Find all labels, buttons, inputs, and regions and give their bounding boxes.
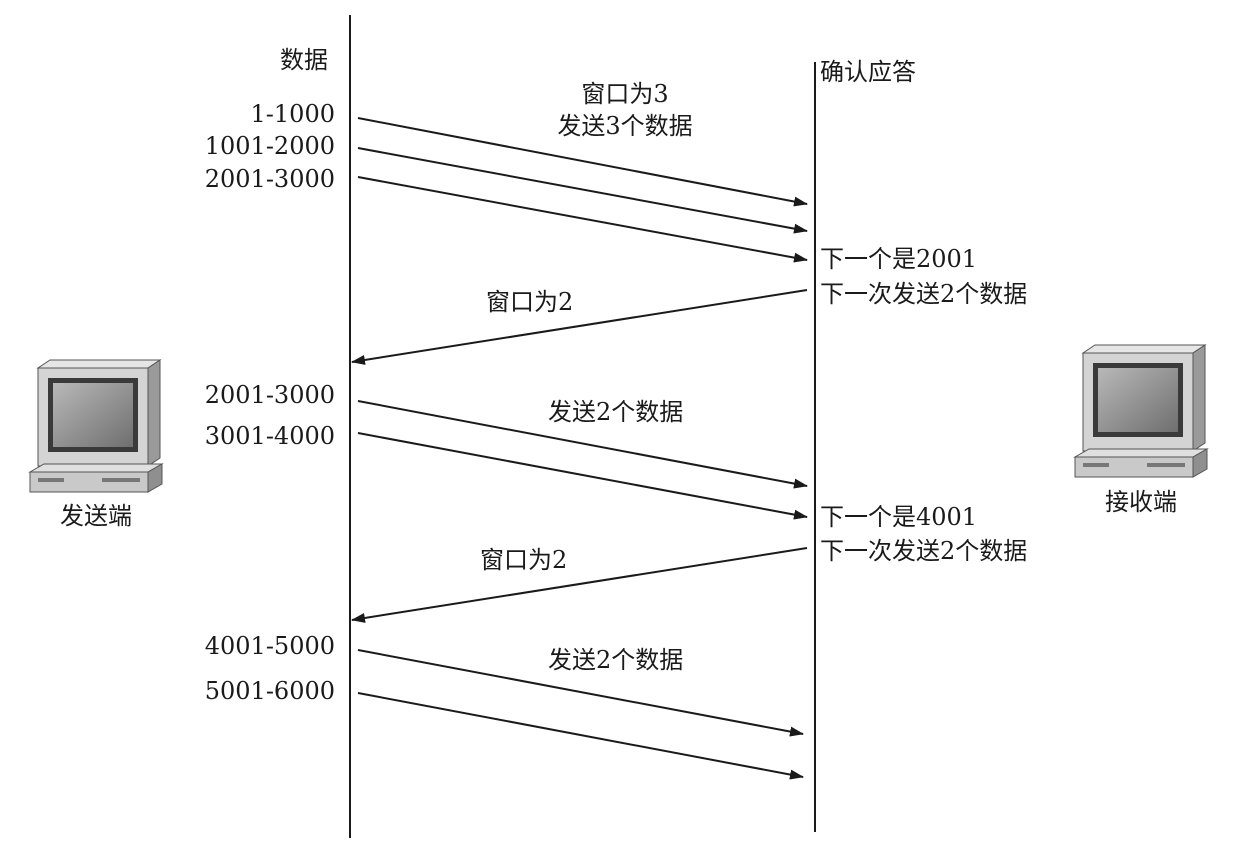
note-second-batch: 发送2个数据: [548, 398, 684, 426]
note-first-batch-send: 发送3个数据: [557, 112, 693, 140]
data-arrow: [357, 176, 808, 263]
ack-next-seq: 下一个是4001: [820, 503, 978, 531]
data-arrow: [357, 117, 808, 207]
range-label: 1001-2000: [204, 132, 335, 160]
range-label: 5001-6000: [204, 677, 335, 705]
ack-next-window: 下一次发送2个数据: [820, 280, 1028, 308]
range-label: 1-1000: [250, 100, 335, 128]
data-arrow: [357, 147, 808, 234]
ack-next-seq: 下一个是2001: [820, 245, 978, 273]
note-third-batch: 发送2个数据: [548, 646, 684, 674]
data-arrow: [357, 400, 808, 489]
receiver-column-header: 确认应答: [820, 58, 916, 86]
sender-computer-icon: [28, 359, 164, 493]
range-label: 4001-5000: [204, 632, 335, 660]
ack-next-window: 下一次发送2个数据: [820, 537, 1028, 565]
note-first-batch-window: 窗口为3: [581, 80, 669, 108]
range-label: 2001-3000: [204, 381, 335, 409]
note-window-back-1: 窗口为2: [486, 288, 574, 316]
data-arrow: [357, 432, 808, 520]
data-arrow: [357, 649, 804, 737]
ack-arrow: [351, 289, 808, 365]
receiver-caption: 接收端: [1105, 488, 1177, 516]
note-window-back-2: 窗口为2: [480, 546, 568, 574]
receiver-computer-icon: [1073, 344, 1209, 478]
range-label: 3001-4000: [204, 422, 335, 450]
data-arrow: [357, 692, 804, 780]
sender-caption: 发送端: [60, 502, 132, 530]
ack-arrow: [351, 547, 808, 623]
range-label: 2001-3000: [204, 165, 335, 193]
sender-column-header: 数据: [280, 46, 328, 74]
